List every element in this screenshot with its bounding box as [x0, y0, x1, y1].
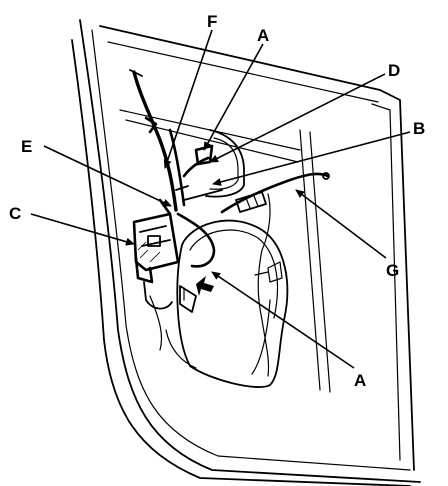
leader-A-top — [203, 43, 264, 151]
callout-C: C — [9, 204, 21, 223]
door-inner-panel — [176, 129, 331, 393]
leader-C — [30, 213, 135, 246]
callout-labels: F A D B E C G A — [9, 12, 425, 390]
callout-A-top: A — [257, 26, 269, 45]
leader-B — [212, 131, 411, 186]
callout-F: F — [207, 12, 217, 31]
callout-B: B — [413, 119, 425, 138]
callout-D: D — [388, 61, 400, 80]
leader-A-bottom — [211, 271, 355, 369]
callout-G: G — [386, 261, 399, 280]
leader-D — [209, 73, 386, 163]
callout-E: E — [21, 137, 32, 156]
removal-direction-arrow — [196, 276, 214, 296]
door-frame — [71, 19, 421, 486]
outer-handle-cable — [220, 172, 330, 377]
leader-F — [163, 29, 213, 169]
leader-lines — [30, 29, 411, 369]
lock-rods — [129, 69, 223, 369]
door-lock-actuator — [132, 198, 197, 313]
leader-G — [295, 189, 387, 259]
callout-A-bottom: A — [354, 371, 366, 390]
leader-E — [43, 145, 172, 207]
